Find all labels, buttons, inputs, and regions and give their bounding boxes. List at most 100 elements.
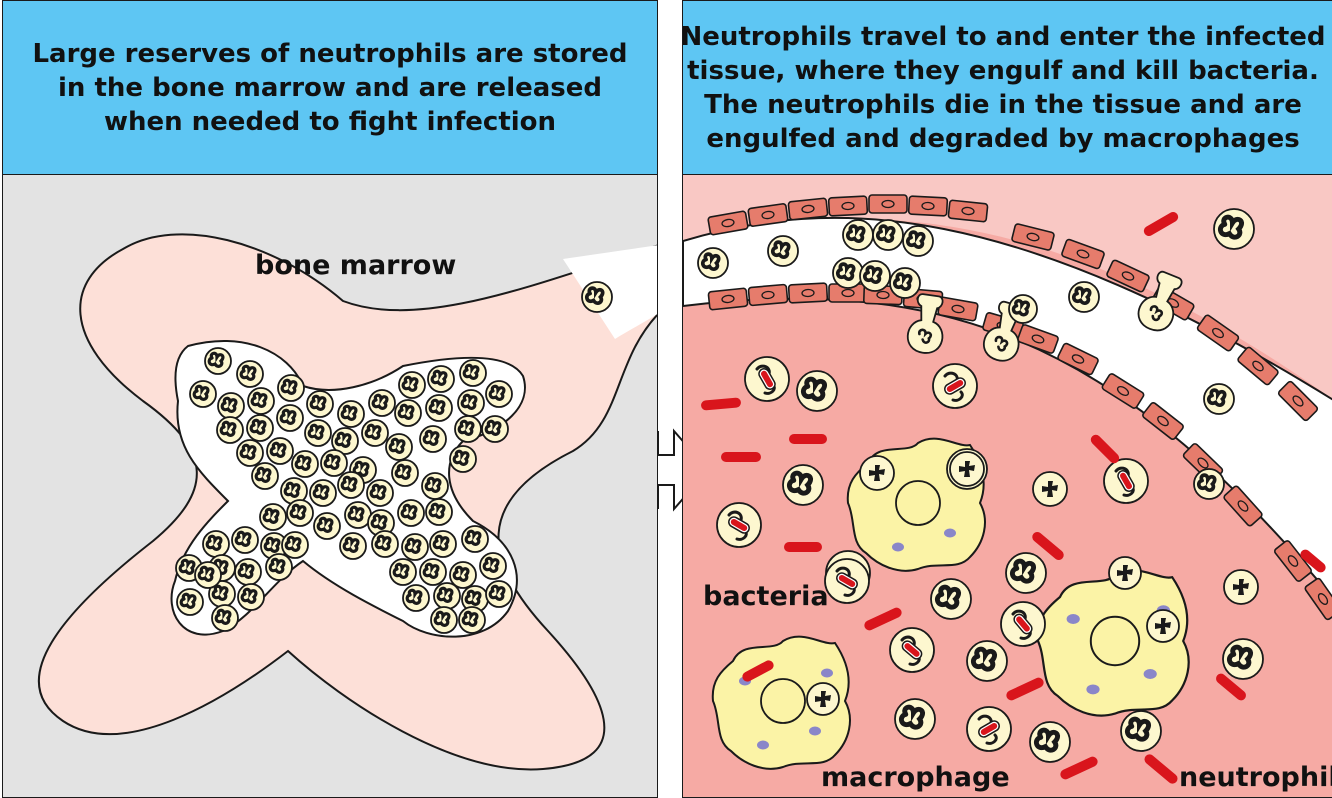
marrow-neutrophil [457, 389, 485, 417]
vessel-neutrophil [767, 235, 799, 267]
marrow-neutrophil [291, 450, 319, 478]
tissue-neutrophil [1213, 208, 1255, 250]
tissue-neutrophil [782, 464, 824, 506]
marrow-neutrophil [304, 419, 332, 447]
marrow-neutrophil [433, 582, 461, 610]
migrating-neutrophils [906, 270, 1183, 362]
marrow-neutrophil [419, 558, 447, 586]
endothelial-cell [787, 197, 829, 221]
marrow-neutrophil [176, 588, 204, 616]
marrow-neutrophil [339, 532, 367, 560]
bacteria-label: bacteria [703, 581, 829, 612]
bacterium [864, 607, 902, 631]
bacterium [701, 397, 741, 411]
marrow-neutrophil [194, 561, 222, 589]
macrophages [711, 437, 1190, 770]
neutrophil-with-bacterium [889, 627, 935, 673]
macrophage-label: macrophage [821, 762, 1010, 793]
bacterium [784, 542, 822, 552]
marrow-neutrophil [331, 427, 359, 455]
endothelial-cell [1061, 238, 1105, 270]
vessel-neutrophil [1203, 383, 1235, 415]
endothelial-cell [1274, 540, 1312, 582]
marrow-neutrophil [286, 499, 314, 527]
right-panel: Neutrophils travel to and enter the infe… [682, 0, 1332, 798]
marrow-neutrophil [449, 445, 477, 473]
neutrophil-with-bacterium [1000, 601, 1046, 647]
endothelial-cell [747, 203, 789, 227]
marrow-neutrophil [385, 433, 413, 461]
engulfed-neutrophil [1108, 556, 1142, 590]
marrow-neutrophil [266, 437, 294, 465]
tissue-neutrophil [1222, 638, 1264, 680]
endothelial-cell [1057, 342, 1099, 376]
bone-marrow-label: bone marrow [255, 250, 456, 281]
vessel-neutrophil [832, 257, 864, 289]
neutrophil-with-bacterium [966, 706, 1012, 752]
endothelial-cell [1237, 346, 1279, 386]
marrow-neutrophil [419, 425, 447, 453]
neutrophil-with-bacterium [824, 558, 870, 604]
marrow-neutrophil [427, 365, 455, 393]
vessel-neutrophil [842, 219, 874, 251]
endothelial-cell [1196, 314, 1240, 352]
neutrophil-with-bacterium [1103, 458, 1149, 504]
migrating-neutrophil-head [1008, 294, 1038, 324]
marrow-neutrophil [281, 531, 309, 559]
tissue-neutrophil [894, 698, 936, 740]
vessel-neutrophil [902, 225, 934, 257]
endothelial-cell [707, 287, 749, 311]
endothelial-cell [1142, 402, 1184, 440]
bacterium [1300, 549, 1326, 573]
endothelial-cell [1106, 259, 1150, 293]
marrow-neutrophil [277, 374, 305, 402]
bacterium [1060, 756, 1098, 780]
bacterium [1006, 677, 1044, 701]
marrow-neutrophil [231, 526, 259, 554]
bacterium [1144, 754, 1178, 784]
dying-neutrophil [859, 455, 895, 491]
marrow-neutrophil [361, 419, 389, 447]
bacterium [789, 434, 827, 444]
right-header: Neutrophils travel to and enter the infe… [683, 1, 1332, 175]
vessel-neutrophil [872, 219, 904, 251]
marrow-neutrophil [425, 394, 453, 422]
marrow-neutrophil [430, 606, 458, 634]
engulfed-neutrophil [949, 451, 985, 487]
tissue-neutrophil [966, 640, 1008, 682]
marrow-neutrophil [234, 558, 262, 586]
marrow-neutrophil [402, 584, 430, 612]
endothelial-cell [787, 282, 829, 304]
marrow-neutrophil [458, 606, 486, 634]
marrow-neutrophil [371, 530, 399, 558]
marrow-neutrophil [247, 387, 275, 415]
marrow-neutrophil [481, 415, 509, 443]
tissue-neutrophil [1029, 721, 1071, 763]
tissue-neutrophil [930, 578, 972, 620]
marrow-neutrophil [320, 449, 348, 477]
neutrophil-with-bacterium [744, 356, 790, 402]
marrow-neutrophil [461, 525, 489, 553]
marrow-neutrophil [246, 414, 274, 442]
marrow-neutrophil [479, 552, 507, 580]
left-panel: Large reserves of neutrophils are stored… [2, 0, 658, 798]
marrow-neutrophil [391, 459, 419, 487]
vessel-neutrophil [1068, 281, 1100, 313]
marrow-neutrophil [337, 471, 365, 499]
marrow-neutrophil [236, 439, 264, 467]
marrow-neutrophil [429, 530, 457, 558]
endothelial-cell [1017, 324, 1059, 354]
marrow-neutrophil [216, 416, 244, 444]
released-neutrophil [581, 281, 613, 313]
marrow-neutrophil [237, 583, 265, 611]
engulfed-neutrophil [1146, 609, 1180, 643]
marrow-neutrophil [425, 498, 453, 526]
marrow-neutrophil [485, 380, 513, 408]
bacterium [721, 452, 761, 462]
infected-tissue-scene: bacteria macrophage neutrophil [683, 175, 1332, 797]
endothelial-cell [1101, 373, 1145, 409]
migrating-neutrophil [906, 293, 944, 354]
endothelial-cell [1277, 380, 1319, 422]
bone-marrow-scene: bone marrow [3, 175, 657, 797]
endothelial-cell [1011, 223, 1055, 251]
